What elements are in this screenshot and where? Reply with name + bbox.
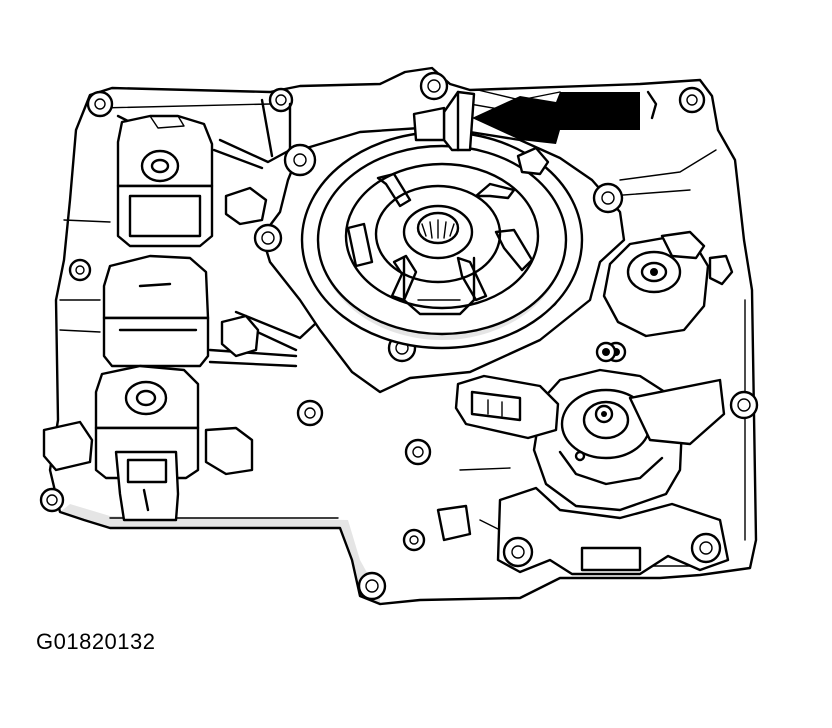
bolt-hole bbox=[39, 487, 65, 513]
clip-springs bbox=[346, 172, 534, 302]
bolt-hole bbox=[268, 87, 294, 113]
bolt-hole bbox=[419, 71, 449, 101]
solenoid-upper bbox=[116, 114, 268, 248]
bolt-hole bbox=[678, 86, 706, 114]
mounting-holes bbox=[39, 71, 759, 601]
misc-details bbox=[436, 146, 726, 542]
callout-arrow bbox=[472, 90, 658, 144]
bolt-hole bbox=[402, 528, 426, 552]
center-housing bbox=[253, 126, 626, 394]
fluid-passages bbox=[59, 89, 717, 541]
solenoid-middle bbox=[102, 254, 260, 368]
bolt-hole bbox=[296, 399, 324, 427]
bolt-hole bbox=[404, 438, 432, 466]
callout-target-tab bbox=[412, 90, 476, 152]
figure-code: G01820132 bbox=[36, 629, 156, 654]
bolt-hole bbox=[357, 571, 387, 601]
accumulator-bore bbox=[602, 230, 734, 338]
speed-sensor-assembly bbox=[454, 368, 730, 576]
bolt-hole bbox=[729, 390, 759, 420]
bolt-hole bbox=[68, 258, 92, 282]
solenoid-lower bbox=[42, 364, 254, 522]
bolt-hole bbox=[86, 90, 114, 118]
